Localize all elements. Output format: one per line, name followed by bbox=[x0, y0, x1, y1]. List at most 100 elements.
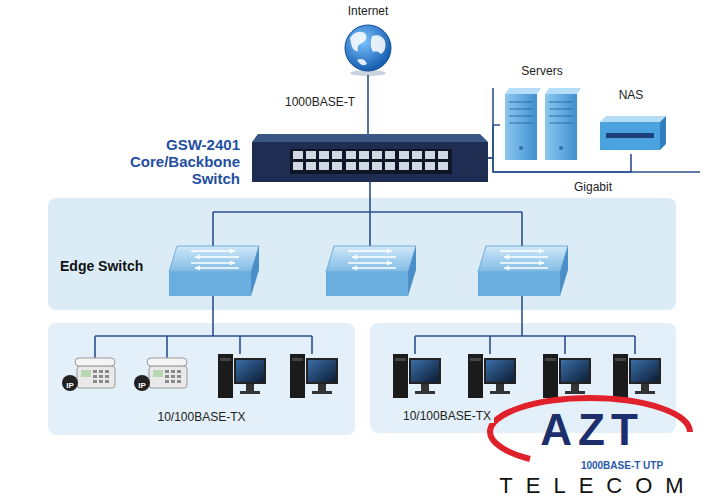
server-bay bbox=[549, 102, 573, 103]
edge-switch-side bbox=[251, 246, 259, 296]
pc-monitor bbox=[629, 358, 661, 384]
pc-stand bbox=[571, 384, 579, 391]
nas-side bbox=[660, 116, 666, 150]
label-holder: Gigabit bbox=[574, 177, 612, 195]
switch-port bbox=[346, 151, 356, 159]
node-label: 10/100BASE-TX bbox=[400, 409, 494, 423]
switch-arrow-head bbox=[230, 249, 235, 254]
panel-ground bbox=[48, 323, 355, 435]
switch-port bbox=[438, 162, 448, 170]
switch-port bbox=[319, 151, 329, 159]
nas-slot bbox=[606, 133, 654, 138]
pc-drive bbox=[545, 358, 556, 361]
switch-port bbox=[293, 162, 303, 170]
switch-port bbox=[293, 151, 303, 159]
phone-key bbox=[177, 375, 181, 378]
switch-arrow bbox=[352, 267, 396, 269]
switch-port bbox=[372, 162, 382, 170]
node-label: Servers bbox=[521, 64, 562, 78]
node-label: GSW-2401 Core/Backbone Switch bbox=[114, 136, 240, 187]
pc-monitor bbox=[306, 358, 338, 384]
network-node: Edge Switch bbox=[48, 198, 676, 310]
switch-arrow-head bbox=[195, 266, 200, 271]
pc-screen bbox=[631, 360, 659, 382]
wire bbox=[212, 212, 214, 246]
wire bbox=[414, 336, 416, 354]
edge-switch-top bbox=[169, 246, 259, 272]
logo-wordmark: AZT bbox=[540, 408, 644, 452]
phone-key bbox=[171, 375, 175, 378]
phone-body bbox=[77, 366, 115, 388]
ip-badge bbox=[134, 375, 150, 391]
switch-arrow bbox=[504, 267, 548, 269]
network-node: GSW-2401 Core/Backbone Switch bbox=[114, 134, 488, 188]
edge-switch-front bbox=[326, 272, 408, 296]
phone-key bbox=[99, 370, 103, 373]
pc-drive bbox=[292, 358, 303, 361]
server-tower bbox=[545, 94, 577, 160]
pc-drive bbox=[395, 358, 406, 361]
label-holder: 1000BASE-T UTP bbox=[581, 455, 663, 473]
ip-badge-text: IP bbox=[138, 381, 146, 390]
core-switch-port-block bbox=[290, 149, 452, 174]
phone-display bbox=[81, 370, 91, 377]
switch-port bbox=[332, 151, 342, 159]
switch-arrow-head bbox=[195, 255, 200, 260]
server-led bbox=[559, 146, 563, 150]
core-switch-top bbox=[252, 134, 488, 142]
network-node: NAS bbox=[596, 88, 666, 154]
watermark-text: 1000BASE-T UTP bbox=[581, 460, 663, 471]
pc-stand bbox=[421, 384, 429, 391]
phone-key bbox=[165, 370, 169, 373]
switch-arrow bbox=[191, 262, 235, 264]
phone-key bbox=[171, 380, 175, 383]
node-label: 10/100BASE-TX bbox=[154, 410, 248, 424]
wire bbox=[521, 323, 523, 336]
wire bbox=[212, 296, 214, 310]
pc-base bbox=[635, 391, 655, 394]
switch-arrow bbox=[195, 256, 239, 258]
switch-port bbox=[346, 162, 356, 170]
phone-key bbox=[165, 380, 169, 383]
pc-stand bbox=[246, 384, 254, 391]
node-label: Edge Switch bbox=[60, 258, 143, 274]
server-bay bbox=[549, 116, 573, 117]
wire bbox=[95, 335, 312, 337]
pc-tower bbox=[290, 354, 305, 398]
phone-key bbox=[177, 380, 181, 383]
wire bbox=[94, 336, 96, 358]
switch-arrow bbox=[191, 250, 235, 252]
network-node: 10/100BASE-TX bbox=[48, 323, 355, 435]
edge-label-holder: 1000BASE-T bbox=[283, 92, 357, 110]
wire bbox=[166, 336, 168, 358]
wire bbox=[521, 296, 523, 310]
server-bay bbox=[509, 109, 533, 110]
edge-switch-side bbox=[560, 246, 568, 296]
wire bbox=[521, 212, 523, 246]
pc-base bbox=[415, 391, 435, 394]
pc-stand bbox=[318, 384, 326, 391]
core-switch-front bbox=[252, 142, 488, 182]
wire bbox=[564, 336, 566, 354]
nas-top bbox=[600, 116, 666, 122]
switch-arrow-head bbox=[387, 261, 392, 266]
switch-arrow-head bbox=[539, 261, 544, 266]
phone-key bbox=[99, 380, 103, 383]
wire bbox=[311, 336, 313, 354]
node-label: NAS bbox=[619, 88, 644, 102]
phone-key bbox=[105, 370, 109, 373]
wire bbox=[239, 336, 241, 354]
phone-display bbox=[153, 370, 163, 377]
server-top bbox=[505, 88, 541, 94]
pc-screen bbox=[411, 360, 439, 382]
pc-tower bbox=[218, 354, 233, 398]
switch-arrow-head bbox=[352, 255, 357, 260]
phone-key bbox=[93, 370, 97, 373]
switch-port bbox=[332, 162, 342, 170]
switch-port bbox=[385, 151, 395, 159]
server-tower bbox=[505, 94, 537, 160]
pc-monitor bbox=[484, 358, 516, 384]
switch-arrow-head bbox=[504, 255, 509, 260]
switch-port bbox=[399, 151, 409, 159]
switch-port bbox=[306, 151, 316, 159]
